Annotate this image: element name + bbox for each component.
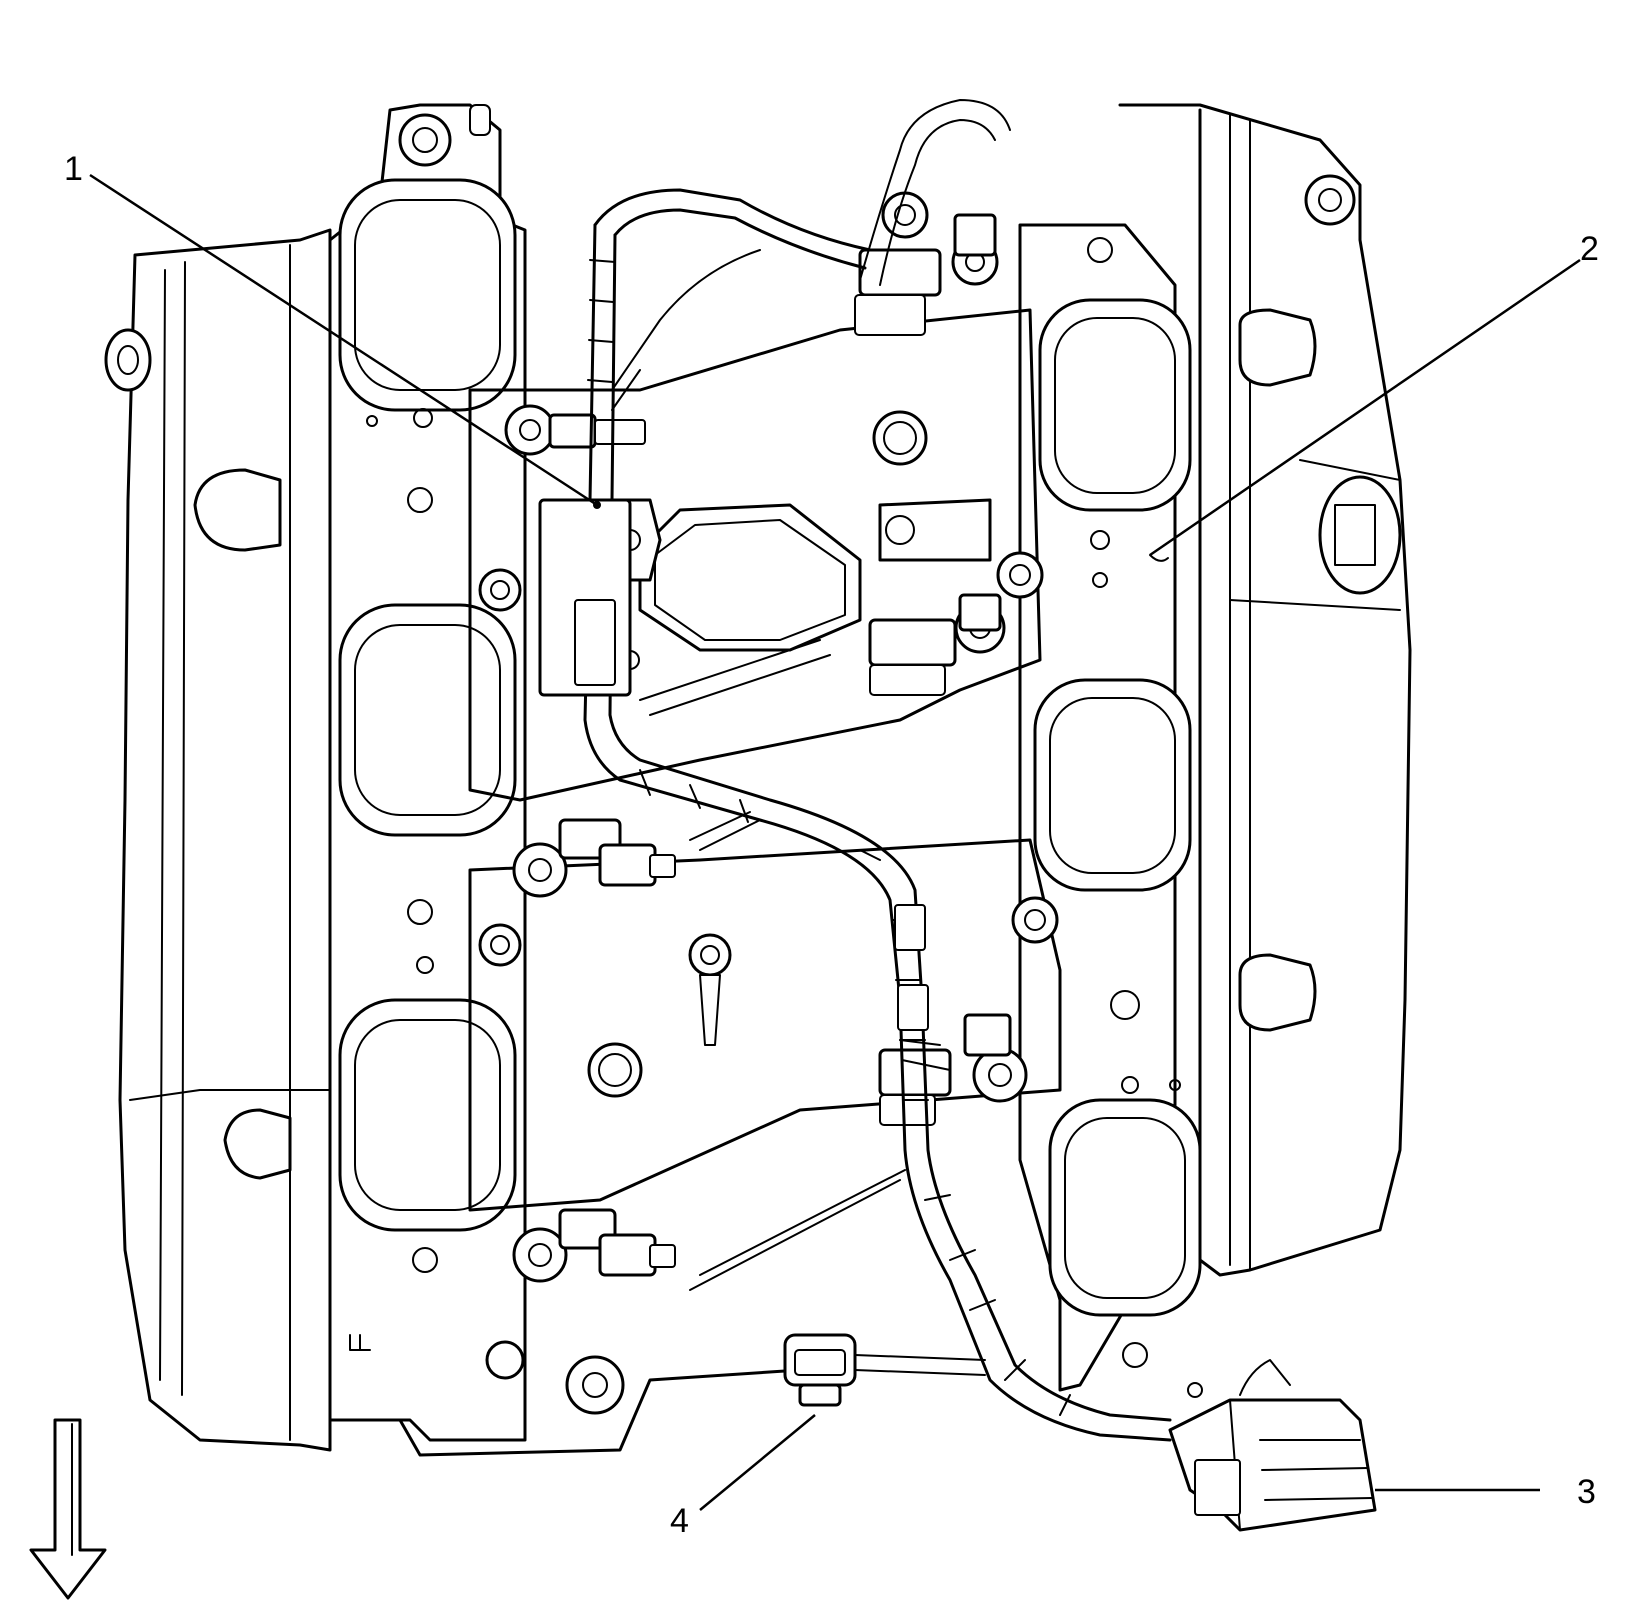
fuel-injector-upper-right (854, 213, 999, 336)
callout-labels: 1 2 3 4 (64, 150, 1599, 1540)
fuel-injector-wiring-harness (538, 99, 1172, 1442)
down-arrow-icon (29, 1418, 107, 1600)
callout-2-label: 2 (1580, 230, 1599, 268)
fuel-injector-lower-left (512, 1208, 676, 1283)
callout-3-label: 3 (1577, 1473, 1596, 1511)
map-sensor (783, 1333, 986, 1407)
fuel-rail-body (328, 191, 1062, 1457)
fuel-injector-mid-left (512, 818, 676, 898)
right-runner-flange (1018, 223, 1203, 1398)
left-runner-flange (328, 103, 527, 1442)
callout-2-leader (1149, 258, 1581, 557)
fuel-injector-upper-left (504, 404, 646, 456)
fuel-injector-lower-right (878, 1013, 1028, 1126)
callout-4-label: 4 (670, 1502, 689, 1540)
callout-1-leader (89, 173, 598, 507)
callout-leaders (89, 173, 1581, 1511)
callout-1-point (593, 501, 601, 509)
harness-main-connector (1168, 1359, 1377, 1532)
fuel-injector-mid-right (868, 593, 1006, 696)
callout-2-hook (1149, 554, 1169, 562)
callout-1-label: 1 (64, 150, 83, 188)
manifold-housing (104, 103, 1412, 1452)
callout-4-leader (699, 1414, 816, 1511)
